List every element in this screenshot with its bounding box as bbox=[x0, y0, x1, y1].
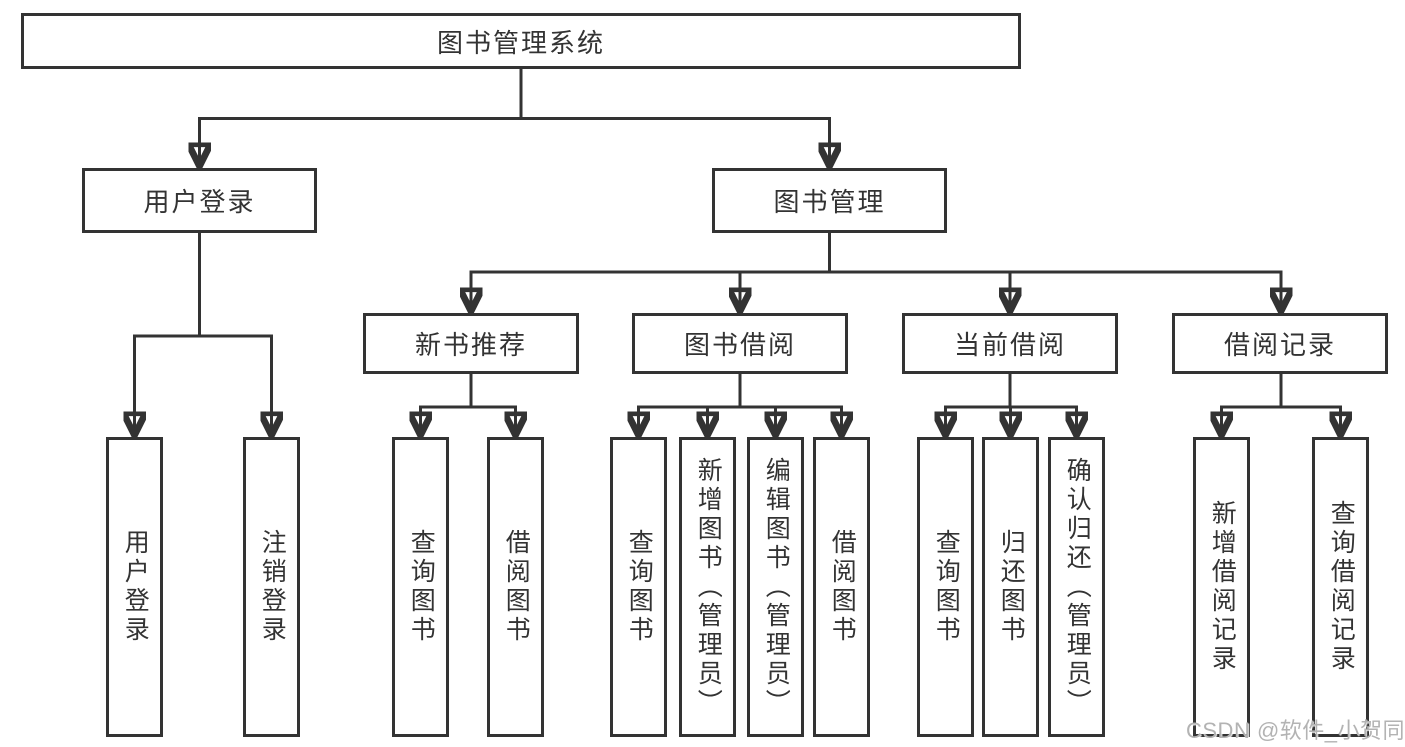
connector-book-mgmt-branch bbox=[471, 233, 1281, 274]
leaf-borrow-books: 借阅图书 bbox=[813, 437, 870, 737]
connector-current-borrow-branch bbox=[945, 374, 1077, 409]
leaf-logout: 注销登录 bbox=[243, 437, 300, 737]
leaf-query-books-rec: 查询图书 bbox=[392, 437, 449, 737]
node-user-login: 用户登录 bbox=[82, 168, 317, 233]
connector-root-branch bbox=[199, 67, 830, 120]
node-root-system: 图书管理系统 bbox=[21, 13, 1021, 69]
node-borrow-records: 借阅记录 bbox=[1172, 313, 1388, 374]
connector-borrow-record-branch bbox=[1221, 374, 1341, 409]
leaf-user-login: 用户登录 bbox=[106, 437, 163, 737]
node-current-borrowing: 当前借阅 bbox=[902, 313, 1118, 374]
leaf-add-books-admin: 新增图书（管理员） bbox=[679, 437, 736, 737]
connector-new-book-rec-branch bbox=[420, 374, 516, 409]
connector-user-login-branch bbox=[134, 233, 272, 338]
leaf-add-borrow-record: 新增借阅记录 bbox=[1193, 437, 1250, 737]
leaf-edit-books-admin: 编辑图书（管理员） bbox=[747, 437, 804, 737]
leaf-query-borrow-record: 查询借阅记录 bbox=[1312, 437, 1369, 737]
leaf-query-books-borrow: 查询图书 bbox=[610, 437, 667, 737]
leaf-return-books: 归还图书 bbox=[982, 437, 1039, 737]
leaf-query-books-current: 查询图书 bbox=[917, 437, 974, 737]
leaf-borrow-books-rec: 借阅图书 bbox=[487, 437, 544, 737]
node-book-borrowing: 图书借阅 bbox=[632, 313, 848, 374]
csdn-watermark: CSDN @软件_小贺同学 bbox=[1186, 718, 1405, 743]
node-new-book-recommend: 新书推荐 bbox=[363, 313, 579, 374]
connector-book-borrow-branch bbox=[638, 374, 842, 409]
leaf-confirm-return-admin: 确认归还（管理员） bbox=[1048, 437, 1105, 737]
node-book-management: 图书管理 bbox=[712, 168, 947, 233]
